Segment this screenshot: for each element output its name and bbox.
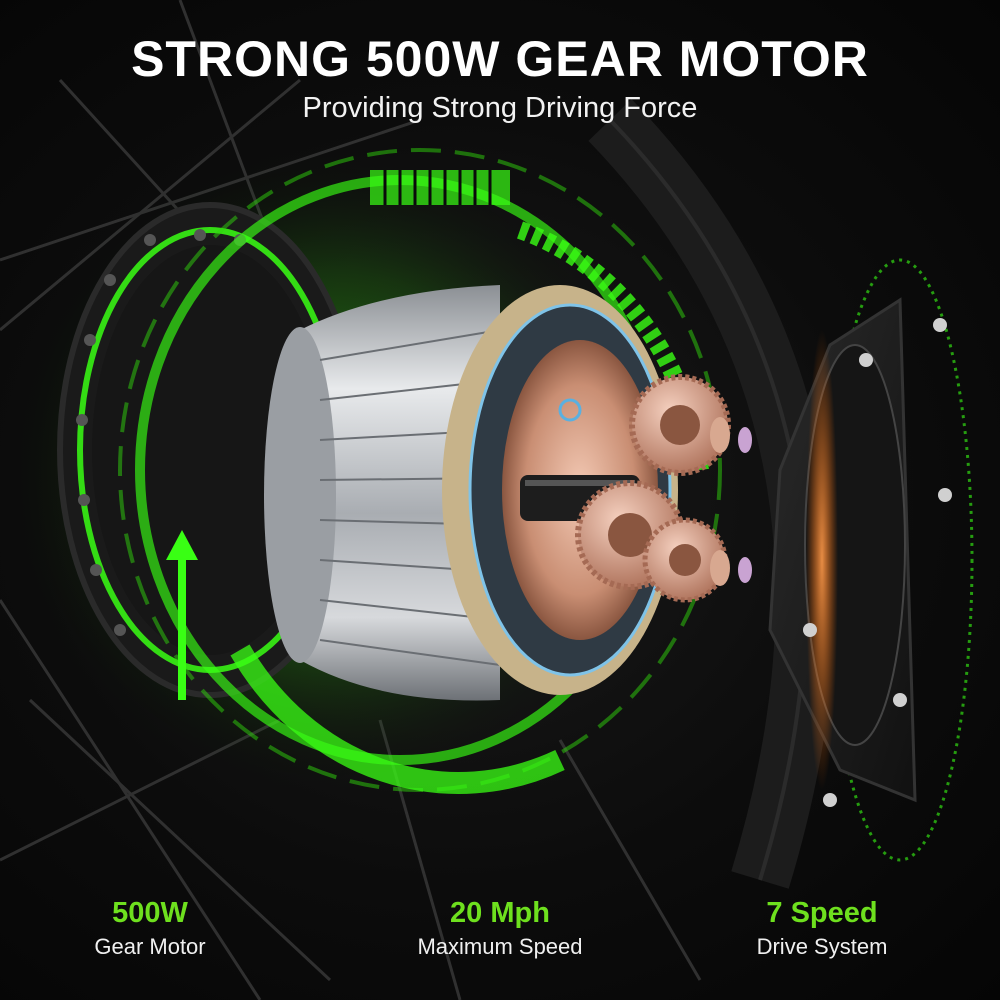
- headline: STRONG 500W GEAR MOTOR: [131, 31, 869, 87]
- spec-label: Maximum Speed: [417, 934, 583, 959]
- subheadline: Providing Strong Driving Force: [302, 92, 698, 124]
- spec-power: 500W Gear Motor: [0, 896, 300, 962]
- spec-label: Gear Motor: [94, 934, 206, 959]
- gear-icon: [558, 398, 582, 422]
- spec-value: 20 Mph: [450, 897, 550, 929]
- arrow-up-icon: [166, 530, 198, 700]
- spec-label: Drive System: [756, 934, 888, 959]
- spec-speed: 20 Mph Maximum Speed: [350, 896, 650, 962]
- spec-value: 500W: [112, 897, 188, 929]
- spec-drive: 7 Speed Drive System: [672, 896, 972, 962]
- spec-value: 7 Speed: [766, 897, 878, 929]
